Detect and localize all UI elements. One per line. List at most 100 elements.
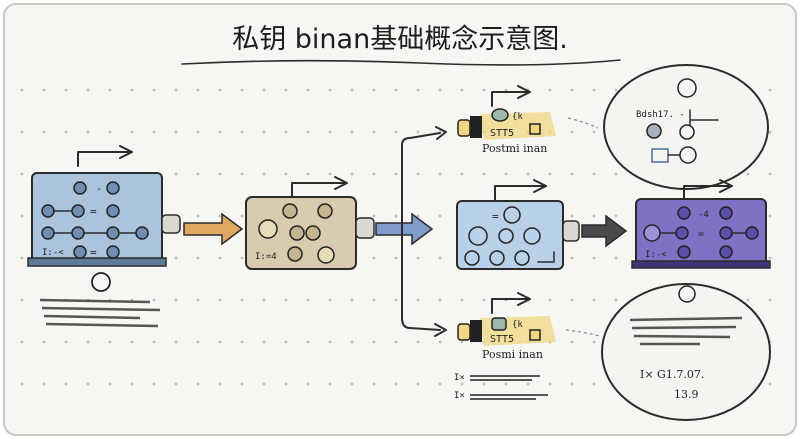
node [677,78,697,98]
background-dot [746,298,750,302]
panel-left-row-label: - [96,184,102,195]
background-dot [196,382,200,386]
background-dot [196,256,200,260]
background-dot [372,256,376,260]
background-dot [548,382,552,386]
background-dot [218,88,222,92]
key-top-tag: {k [512,112,523,122]
background-dot [174,256,178,260]
background-dot [592,88,596,92]
node [135,226,149,240]
background-dot [482,298,486,302]
background-dot [372,340,376,344]
panel-left-arrow-shaft [77,151,131,167]
node [106,181,120,195]
node [73,245,87,259]
node [317,246,335,264]
node [677,206,691,220]
arrow-dark [581,214,628,248]
node [71,226,85,240]
background-dot [592,298,596,302]
background-dot [328,340,332,344]
background-dot [394,88,398,92]
background-dot [614,172,618,176]
node [646,123,662,139]
arrow-blue [375,212,434,246]
background-dot [64,382,68,386]
node [677,245,691,259]
background-dot [394,340,398,344]
panel-center-hook [537,251,555,263]
background-dot [328,130,332,134]
background-dot [416,130,420,134]
panel-right-base [631,260,771,269]
panel-middle: I:=4 [245,176,375,270]
title-underline [181,59,621,66]
background-dot [42,340,46,344]
key-bottom-scribble-2 [470,394,548,400]
panel-right-mid-label: = [698,229,704,240]
key-bottom-dot [491,317,507,331]
panel-left-corner-label: I:-< [42,248,64,258]
node [464,250,480,266]
background-dot [152,88,156,92]
background-dot [504,88,508,92]
background-dot [350,172,354,176]
background-dot [42,88,46,92]
background-dot [746,172,750,176]
panel-center-arrow-shaft [494,185,546,201]
background-dot [548,88,552,92]
node [71,204,85,218]
key-bottom-code: STT5 [490,334,514,345]
background-dot [174,130,178,134]
background-dot [262,340,266,344]
node [489,250,505,266]
background-dot [350,382,354,386]
arrow-orange [183,212,244,246]
panel-right-corner-label: I:-< [645,250,667,260]
background-dot [438,256,442,260]
background-dot [240,382,244,386]
key-bottom-note-2: I× [454,391,465,401]
background-dot [196,214,200,218]
background-dot [614,214,618,218]
background-dot [460,382,464,386]
background-dot [548,172,552,176]
background-dot [20,340,24,344]
background-dot [460,172,464,176]
background-dot [394,256,398,260]
background-dot [240,256,244,260]
background-dot [416,256,420,260]
branch-up-head [435,126,447,140]
key-bottom-square [529,329,541,341]
background-dot [240,88,244,92]
background-dot [42,130,46,134]
background-dot [416,340,420,344]
bubble-top: Bdsh17. - [603,64,769,190]
key-top-bow [457,119,471,137]
background-dot [108,130,112,134]
node [643,224,661,242]
bubble-top-label: Bdsh17. - [636,110,685,120]
background-dot [284,88,288,92]
key-bottom-tag: {k [512,320,523,330]
key-bottom: {k STT5 Posmi inan I× I× [454,292,556,401]
panel-center-top-label: = [492,210,499,223]
node [282,203,298,219]
key-bottom-arrow-shaft [491,298,529,314]
background-dot [196,298,200,302]
background-dot [108,382,112,386]
background-dot [438,214,442,218]
node [745,226,759,240]
panel-left-base [27,257,167,267]
background-dot [86,130,90,134]
background-dot [592,340,596,344]
background-dot [240,214,244,218]
node [719,206,733,220]
background-dot [394,130,398,134]
panel-left-output-node [91,272,111,292]
background-dot [592,130,596,134]
key-bottom-caption: Posmi inan [482,348,543,361]
